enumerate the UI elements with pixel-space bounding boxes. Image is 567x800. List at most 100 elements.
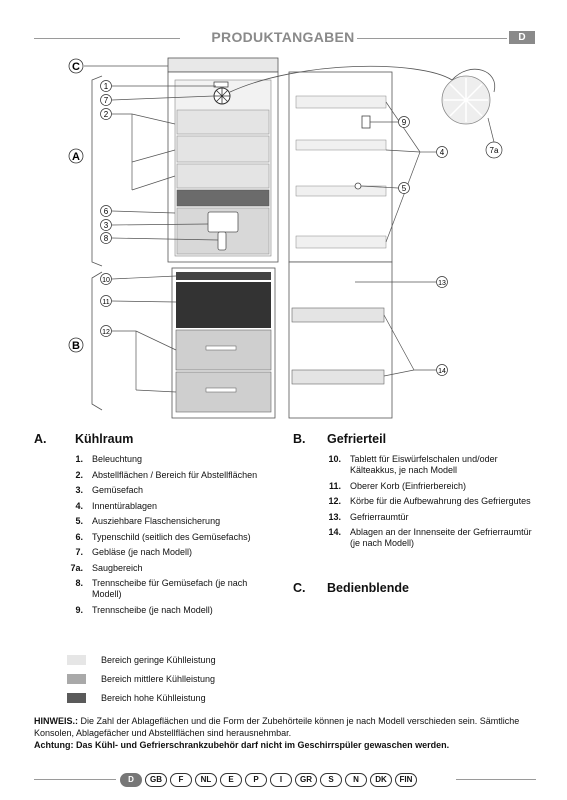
list-item: 4. Innentürablagen [56, 501, 274, 512]
list-item-text: Typenschild (seitlich des Gemüsefachs) [92, 531, 251, 542]
list-item-number: 7a. [70, 562, 83, 573]
callout-8: 8 [104, 234, 109, 243]
legend-item: Bereich geringe Kühlleistung [67, 650, 216, 669]
callout-14: 14 [438, 368, 446, 375]
callout-8-circle [100, 232, 112, 244]
callout-4-circle [436, 146, 448, 158]
list-item: 8. Trennscheibe für Gemüsefach (je nach M… [56, 578, 274, 600]
callout-11-circle [100, 295, 112, 307]
list-item-number: 5. [75, 516, 83, 526]
callout-2-circle [100, 108, 112, 120]
callout-13: 13 [438, 280, 446, 287]
basket-2-handle [205, 387, 237, 393]
door-shelf-4 [295, 235, 387, 249]
callout-6: 6 [104, 207, 109, 216]
list-item-text: Ablagen an der Innenseite der Gefrierrau… [350, 527, 532, 548]
door-shelf-2 [295, 139, 387, 151]
legend-label: Bereich geringe Kühlleistung [101, 654, 216, 665]
list-item-text: Trennscheibe für Gemüsefach (je nach Mod… [92, 578, 248, 599]
letter-c-circle [68, 58, 84, 74]
language-link-gr[interactable]: GR [295, 773, 317, 787]
section-b-letter: B. [293, 432, 306, 446]
freezer-door-shelf-2 [291, 369, 385, 385]
language-link-e[interactable]: E [220, 773, 242, 787]
light [213, 81, 229, 88]
section-b-list: 10.Tablett für Eiswürfelschalen und/oder… [310, 454, 532, 554]
callout-7-circle [100, 94, 112, 106]
list-item: 7.Gebläse (je nach Modell) [56, 547, 274, 558]
section-c-letter: C. [293, 581, 306, 595]
divider-9 [361, 115, 371, 129]
list-item-text: Beleuchtung [92, 454, 143, 464]
list-item: 10.Tablett für Eiswürfelschalen und/oder… [310, 454, 532, 476]
list-item-number: 1. [75, 454, 83, 464]
vegetable-divider [176, 189, 270, 207]
legend-swatch [67, 673, 86, 684]
achtung-text: Achtung: Das Kühl- und Gefrierschrankzub… [34, 740, 450, 751]
hinweis-label: HINWEIS.: [34, 716, 78, 726]
callout-1-circle [100, 80, 112, 92]
language-link-gb[interactable]: GB [145, 773, 167, 787]
section-c-title: Bedienblende [327, 581, 409, 595]
callout-7: 7 [104, 96, 109, 105]
upper-basket [176, 282, 271, 328]
suction-area-blades [444, 78, 488, 122]
list-item-text: Gebläse (je nach Modell) [92, 547, 193, 557]
language-link-n[interactable]: N [345, 773, 367, 787]
letter-c: C [72, 61, 80, 73]
fan-blades [214, 88, 230, 104]
list-item-number: 4. [75, 500, 83, 511]
callout-12: 12 [102, 329, 110, 336]
callout-10: 10 [102, 277, 110, 284]
list-item-text: Körbe für die Aufbewahrung des Gefriergu… [350, 496, 531, 506]
bracket-a [91, 75, 103, 267]
shelf-1 [176, 109, 270, 135]
callout-3: 3 [104, 221, 109, 230]
callout-1: 1 [104, 82, 109, 91]
curve-7a-loop [451, 68, 496, 93]
list-item-text: Trennscheibe (je nach Modell) [92, 604, 213, 615]
bracket-b [91, 271, 103, 411]
list-item: 6. Typenschild (seitlich des Gemüsefachs) [56, 532, 274, 543]
shelf-2 [176, 135, 270, 163]
list-item-number: 8. [75, 578, 83, 588]
language-link-f[interactable]: F [170, 773, 192, 787]
leader-lines-right [355, 101, 436, 377]
list-item: 5. Ausziehbare Flaschensicherung [56, 516, 274, 527]
callout-6-circle [100, 205, 112, 217]
shelf-3 [176, 163, 270, 189]
callout-12-circle [100, 325, 112, 337]
divider-handle [217, 231, 227, 251]
list-item: 1. Beleuchtung [56, 454, 274, 465]
list-item-text: Innentürablagen [92, 500, 158, 511]
list-item: 9.Trennscheibe (je nach Modell) [56, 605, 274, 616]
list-item: 14.Ablagen an der Innenseite der Gefrier… [310, 527, 532, 549]
footer-rule-right [456, 779, 536, 780]
legend-label: Bereich mittlere Kühlleistung [101, 673, 216, 684]
legend-swatch [67, 654, 86, 665]
language-link-nl[interactable]: NL [195, 773, 217, 787]
bottle-clip [354, 182, 362, 190]
callout-10-circle [100, 273, 112, 285]
language-link-d[interactable]: D [120, 773, 142, 787]
list-item: 11.Oberer Korb (Einfrierbereich) [310, 481, 532, 492]
legend-item: Bereich hohe Kühlleistung [67, 688, 216, 707]
callout-4: 4 [440, 148, 445, 157]
legend-item: Bereich mittlere Kühlleistung [67, 669, 216, 688]
callout-14-circle [436, 364, 448, 376]
header-rule-right [357, 38, 507, 39]
language-link-p[interactable]: P [245, 773, 267, 787]
curve-to-7a [229, 65, 453, 93]
language-badge: D [509, 31, 535, 44]
list-item-number: 6. [75, 531, 83, 542]
list-item-text: Saugbereich [92, 562, 143, 573]
list-item-text: Gefrierraumtür [350, 511, 409, 522]
language-link-fin[interactable]: FIN [395, 773, 417, 787]
language-link-i[interactable]: I [270, 773, 292, 787]
list-item-text: Ausziehbare Flaschensicherung [92, 516, 221, 526]
language-link-dk[interactable]: DK [370, 773, 392, 787]
door-shelf-1 [295, 95, 387, 109]
letter-a-circle [68, 148, 84, 164]
language-link-s[interactable]: S [320, 773, 342, 787]
